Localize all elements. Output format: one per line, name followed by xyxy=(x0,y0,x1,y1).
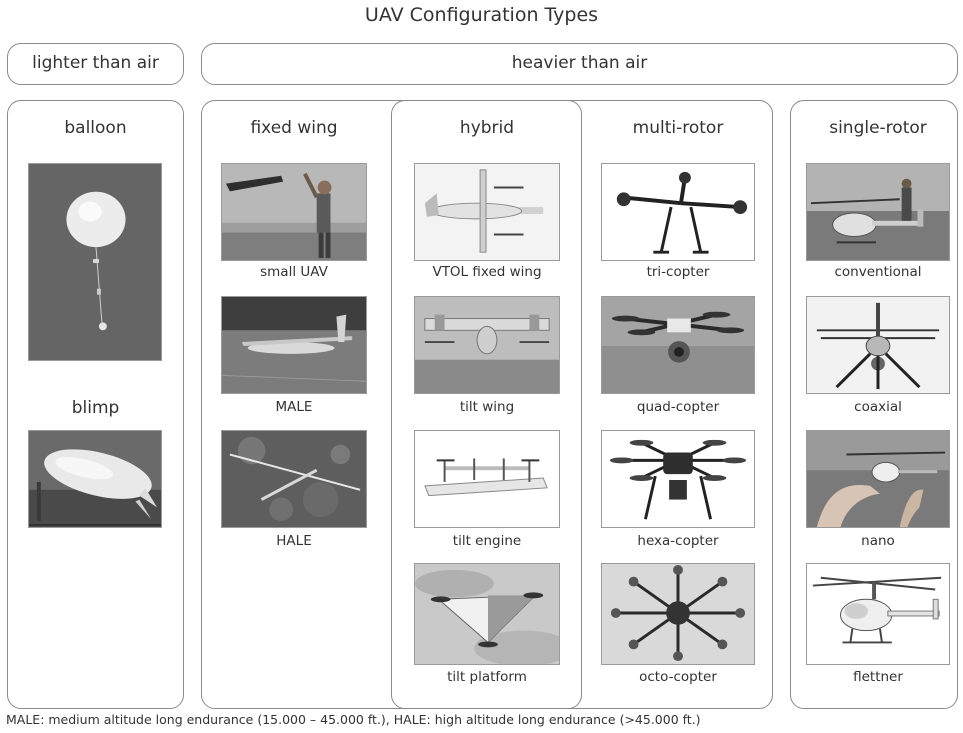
caption-nano: nano xyxy=(861,533,895,549)
conventional-helicopter-photo xyxy=(806,163,950,261)
caption-hale: HALE xyxy=(276,533,312,549)
label-balloon: balloon xyxy=(64,118,127,138)
header-heavier-than-air: heavier than air xyxy=(201,43,958,85)
label-single-rotor: single-rotor xyxy=(829,118,927,138)
octocopter-photo xyxy=(601,563,755,665)
caption-male: MALE xyxy=(275,399,313,415)
caption-octo-copter: octo-copter xyxy=(639,669,717,685)
caption-conventional: conventional xyxy=(834,264,922,280)
caption-small-uav: small UAV xyxy=(260,264,328,280)
label-fixed-wing: fixed wing xyxy=(250,118,338,138)
caption-tri-copter: tri-copter xyxy=(646,264,710,280)
male-drone-photo xyxy=(221,296,367,394)
tilt-platform-photo xyxy=(414,563,560,665)
label-hybrid: hybrid xyxy=(459,118,515,138)
nano-helicopter-photo xyxy=(806,430,950,528)
caption-tilt-engine: tilt engine xyxy=(452,533,522,549)
hexacopter-photo xyxy=(601,430,755,528)
weather-balloon-photo xyxy=(28,163,162,361)
column-lighter-than-air xyxy=(7,100,184,709)
column-hybrid xyxy=(391,100,582,709)
caption-tilt-wing: tilt wing xyxy=(459,399,515,415)
header-lighter-than-air: lighter than air xyxy=(7,43,184,85)
hand-launched-uav-photo xyxy=(221,163,367,261)
caption-flettner: flettner xyxy=(853,669,903,685)
blimp-photo xyxy=(28,430,162,528)
tilt-engine-photo xyxy=(414,430,560,528)
caption-tilt-platform: tilt platform xyxy=(447,669,527,685)
vtol-fixed-wing-photo xyxy=(414,163,560,261)
tilt-wing-photo xyxy=(414,296,560,394)
flettner-helicopter-photo xyxy=(806,563,950,665)
hale-glider-photo xyxy=(221,430,367,528)
label-multi-rotor: multi-rotor xyxy=(632,118,724,138)
caption-coaxial: coaxial xyxy=(854,399,902,415)
footnote: MALE: medium altitude long endurance (15… xyxy=(6,712,701,727)
caption-vtol-fixed-wing: VTOL fixed wing xyxy=(432,264,542,280)
coaxial-helicopter-photo xyxy=(806,296,950,394)
quadcopter-photo xyxy=(601,296,755,394)
caption-quad-copter: quad-copter xyxy=(636,399,720,415)
label-blimp: blimp xyxy=(71,398,120,418)
diagram-title: UAV Configuration Types xyxy=(364,4,599,26)
column-single-rotor xyxy=(790,100,958,709)
caption-hexa-copter: hexa-copter xyxy=(637,533,719,549)
tricopter-photo xyxy=(601,163,755,261)
